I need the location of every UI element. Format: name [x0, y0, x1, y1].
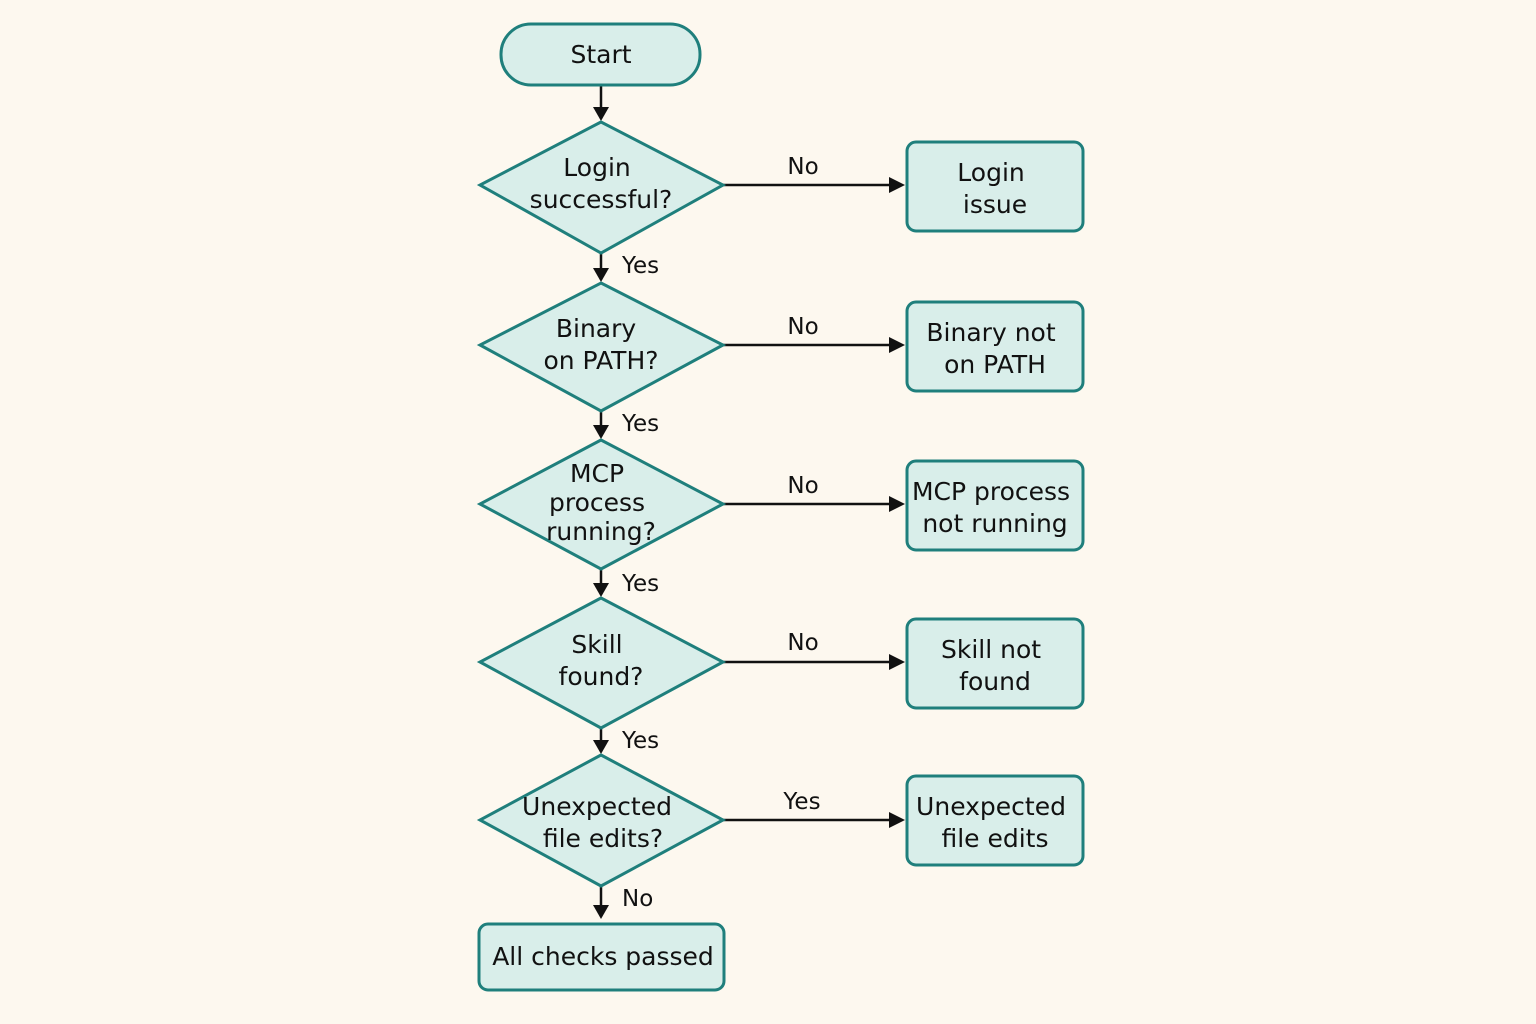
edge-skill-yes: [593, 728, 609, 754]
node-all-passed: All checks passed: [477, 922, 726, 992]
edge-login-no: [723, 177, 905, 193]
node-skill-check-label: Skill found?: [559, 630, 644, 691]
node-skill-issue: Skill not found: [905, 617, 1085, 710]
node-edits-check: Unexpected file edits?: [476, 753, 727, 888]
edge-label-edits-no: No: [622, 886, 653, 912]
edge-mcp-yes: [593, 569, 609, 597]
node-binary-check: Binary on PATH?: [476, 281, 727, 413]
node-skill-check: Skill found?: [476, 596, 727, 730]
edge-label-skill-yes: Yes: [621, 728, 659, 754]
node-login-issue-label: Login issue: [957, 158, 1032, 219]
edge-label-skill-no: No: [787, 630, 818, 656]
edge-binary-no: [723, 337, 905, 353]
edge-skill-no: [723, 654, 905, 670]
node-edits-check-label: Unexpected file edits?: [522, 792, 680, 853]
edge-label-binary-yes: Yes: [621, 411, 659, 437]
node-edits-issue: Unexpected file edits: [905, 774, 1085, 867]
edge-label-login-no: No: [787, 154, 818, 180]
node-binary-check-label: Binary on PATH?: [543, 314, 658, 375]
edge-start-to-login: [593, 86, 609, 121]
edge-label-mcp-no: No: [787, 473, 818, 499]
node-binary-issue-label: Binary not on PATH: [926, 318, 1063, 379]
edge-label-login-yes: Yes: [621, 253, 659, 279]
node-all-passed-label: All checks passed: [492, 942, 714, 971]
edge-binary-yes: [593, 411, 609, 439]
node-mcp-check: MCP process running?: [476, 438, 727, 571]
node-start-label: Start: [570, 40, 631, 69]
node-skill-issue-label: Skill not found: [941, 635, 1049, 696]
node-start: Start: [499, 22, 702, 87]
edge-login-yes: [593, 253, 609, 282]
edge-mcp-no: [723, 496, 905, 512]
node-mcp-check-label: MCP process running?: [546, 459, 656, 546]
node-mcp-issue-label: MCP process not running: [912, 477, 1078, 538]
node-login-check: Login successful?: [476, 120, 727, 255]
node-login-issue: Login issue: [905, 140, 1085, 233]
node-login-check-label: Login successful?: [530, 153, 673, 214]
edge-edits-yes: [723, 812, 905, 828]
edge-label-binary-no: No: [787, 314, 818, 340]
edge-label-mcp-yes: Yes: [621, 571, 659, 597]
node-edits-issue-label: Unexpected file edits: [916, 792, 1074, 853]
edge-label-edits-yes: Yes: [782, 789, 820, 815]
edge-edits-no: [593, 886, 609, 919]
node-binary-issue: Binary not on PATH: [905, 300, 1085, 393]
node-mcp-issue: MCP process not running: [905, 459, 1085, 552]
